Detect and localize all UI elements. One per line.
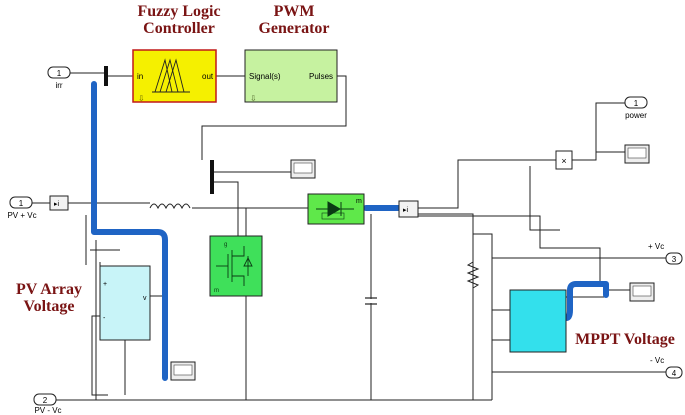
scope-mppt-icon[interactable]: [629, 282, 655, 302]
capacitor-icon[interactable]: [365, 297, 377, 305]
outport-vpos-label: + Vc: [648, 242, 664, 251]
inport-pv-plus-label: PV + Vc: [7, 211, 36, 220]
pv-array-voltage-annotation: PV Array Voltage: [8, 281, 90, 316]
mosfet-block[interactable]: g m: [209, 235, 263, 297]
highlighted-signal-path: [91, 81, 609, 381]
product-block[interactable]: ×: [555, 150, 573, 170]
inport-irr-label: irr: [55, 81, 62, 90]
pv-sensor-plus: +: [103, 281, 107, 288]
annotation-line: Controller: [143, 19, 215, 37]
inport-pv-plus[interactable]: 1 PV + Vc: [7, 196, 37, 220]
current-sensor-icon[interactable]: ▸i: [49, 195, 69, 211]
diode-icon: [316, 201, 354, 220]
svg-text:▸i: ▸i: [54, 201, 60, 208]
inport-pv-plus-number: 1: [19, 199, 24, 208]
fuzzy-in-port-label: in: [137, 72, 143, 81]
outport-power[interactable]: 1 power: [624, 96, 648, 120]
fuzzy-logic-controller-annotation: Fuzzy Logic Controller: [124, 3, 234, 38]
product-symbol: ×: [561, 156, 566, 166]
pwm-out-port-label: Pulses: [309, 72, 333, 81]
scope-pv-voltage-icon[interactable]: [170, 361, 196, 381]
outport-vpos[interactable]: 3 + Vc: [648, 242, 683, 265]
diode-block[interactable]: m: [307, 193, 365, 225]
pv-sensor-minus: -: [103, 315, 106, 322]
annotation-line: MPPT Voltage: [575, 331, 675, 348]
annotation-line: Generator: [258, 19, 330, 37]
annotation-line: Fuzzy Logic: [137, 3, 221, 20]
inductor-icon[interactable]: [149, 203, 191, 210]
inport-irr[interactable]: 1 irr: [47, 66, 71, 90]
annotation-line: PWM: [273, 3, 315, 20]
outport-vneg-label: - Vc: [650, 356, 664, 365]
inport-pv-minus-label: PV - Vc: [34, 406, 61, 415]
mppt-voltage-block[interactable]: [509, 289, 567, 353]
mux-bar[interactable]: [104, 66, 108, 86]
diode-m-port: m: [356, 198, 362, 205]
svg-text:▸i: ▸i: [403, 207, 409, 214]
wires: [24, 72, 672, 401]
inport-irr-number: 1: [57, 69, 62, 78]
svg-text:m: m: [214, 288, 219, 294]
scope-power-icon[interactable]: [624, 144, 650, 164]
outport-vneg[interactable]: 4 - Vc: [650, 356, 683, 379]
gate-demux-bar[interactable]: [210, 160, 214, 194]
scope-gate-icon[interactable]: [290, 159, 316, 179]
outport-power-label: power: [625, 111, 647, 120]
pwm-in-port-label: Signal(s): [249, 72, 281, 81]
pv-sensor-v: v: [143, 295, 147, 302]
outport-vpos-number: 3: [672, 255, 677, 264]
mosfet-icon: [216, 246, 253, 286]
mask-arrow-icon: ⇩: [250, 94, 257, 103]
outport-power-number: 1: [634, 99, 639, 108]
fuzzy-out-port-label: out: [202, 72, 214, 81]
resistor-icon[interactable]: [466, 261, 480, 289]
outport-vneg-number: 4: [672, 369, 677, 378]
annotation-line: PV Array: [16, 281, 82, 298]
membership-function-icon: [152, 58, 190, 93]
measurement-sensor-icon[interactable]: ▸i: [398, 200, 419, 218]
annotation-line: Voltage: [23, 297, 75, 315]
pwm-generator-block[interactable]: Signal(s) Pulses ⇩: [244, 49, 338, 103]
inport-pv-minus[interactable]: 2 PV - Vc: [33, 393, 62, 415]
mask-arrow-icon: ⇩: [138, 94, 145, 103]
inport-pv-minus-number: 2: [43, 396, 48, 405]
pv-voltage-sensor-block[interactable]: + - v: [99, 265, 151, 341]
pwm-generator-annotation: PWM Generator: [248, 3, 340, 38]
mppt-voltage-annotation: MPPT Voltage: [566, 331, 684, 349]
fuzzy-logic-controller-block[interactable]: in out ⇩: [132, 49, 217, 103]
svg-text:g: g: [224, 242, 227, 248]
